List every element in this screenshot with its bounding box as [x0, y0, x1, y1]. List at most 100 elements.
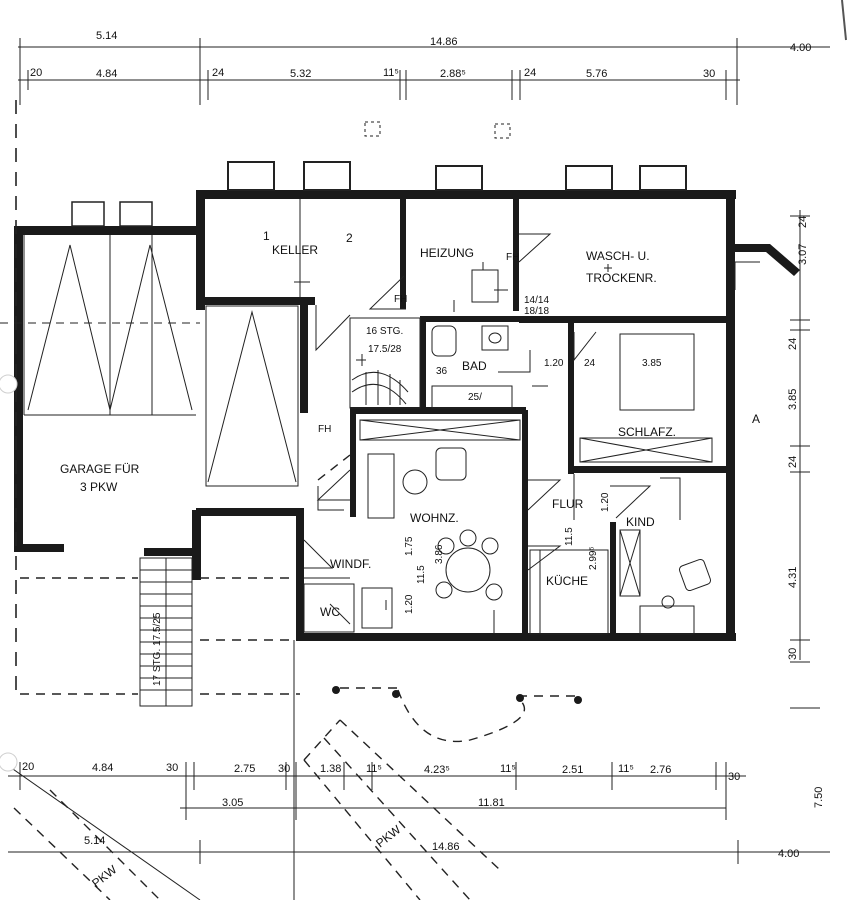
dim-top-5-14: 5.14: [96, 30, 117, 42]
room-garage-line2: 3 PKW: [80, 480, 118, 494]
dim-bot-305: 3.05: [222, 797, 243, 809]
binder-holes: [0, 374, 18, 772]
dim-wohnz-h: 3.86: [434, 544, 445, 564]
room-garage-line1: GARAGE FÜR: [60, 462, 140, 476]
dim-bot-115a: 11⁵: [366, 763, 382, 775]
dim-bot-275: 2.75: [234, 763, 255, 775]
room-wasch-line1: WASCH- U.: [586, 249, 650, 263]
dim-top-5-76: 5.76: [586, 68, 607, 80]
dim-bot-1486: 14.86: [432, 841, 460, 853]
kind: KIND: [619, 477, 712, 635]
windfang-wc: WINDF. WC: [303, 454, 393, 633]
dim-right-385: 3.85: [787, 389, 799, 410]
dim-bot-115b: 11⁵: [500, 763, 516, 775]
dim-right-24b: 24: [787, 338, 799, 350]
door-14: 14/14: [524, 295, 549, 306]
dim-top-24a: 24: [212, 67, 224, 79]
stair-upper-label-1: 16 STG.: [366, 326, 403, 337]
dim-right-750: 7.50: [813, 787, 825, 808]
dim-wohnz-120: 1.20: [404, 594, 415, 614]
flur: FLUR 1.20: [527, 474, 652, 520]
wohnzimmer: WOHNZ. 3.86 1.75 1.20 11.5: [316, 419, 521, 634]
dim-top-30: 30: [703, 68, 715, 80]
stairs-inner: 16 STG. 17.5/28: [349, 317, 421, 409]
top-dimension-lines: 5.14 14.86 4.00 20 4.84 24 5.32 11⁵ 2.88…: [18, 30, 830, 105]
page-edge: [841, 0, 847, 41]
dim-right-24a: 24: [797, 216, 809, 228]
room-keller: KELLER: [272, 243, 318, 257]
dim-bad-24: 24: [584, 358, 596, 369]
room-windf: WINDF.: [330, 557, 371, 571]
keller-num-1: 1: [263, 229, 270, 243]
dim-bot-115c: 11⁵: [618, 763, 634, 775]
bad: BAD 36 25/ 1.20 24: [431, 325, 596, 409]
dim-bad-36: 36: [436, 366, 448, 377]
dim-top-20: 20: [30, 67, 42, 79]
dim-bot-1181: 11.81: [478, 797, 505, 809]
dim-wohnz-115: 11.5: [416, 565, 427, 584]
door-18: 18/18: [524, 306, 549, 317]
dim-bot-20: 20: [22, 761, 34, 773]
ceiling-markers: [364, 121, 511, 139]
room-schlafz: SCHLAFZ.: [618, 425, 676, 439]
right-dimension-lines: 3.07 24 24 3.85 24 4.31 30 7.50: [787, 210, 825, 808]
dashed-outlines: PKW PKW: [0, 100, 820, 900]
dim-bad-25: 25/: [468, 392, 482, 403]
stair-lower-label: 17 STG. 17.5/25: [152, 612, 163, 686]
dim-top-14-86: 14.86: [430, 36, 458, 48]
dim-kueche-299: 2.99⁵: [588, 546, 599, 570]
walls: [14, 190, 800, 641]
bottom-dimension-lines: 20 4.84 30 2.75 30 1.38 11⁵ 4.23⁵ 11⁵ 2.…: [8, 761, 830, 864]
dim-bot-138: 1.38: [320, 763, 341, 775]
dim-bot-4235: 4.23⁵: [424, 764, 450, 776]
heizung: HEIZUNG FH FH 14/14 18/18: [368, 233, 552, 317]
dim-bot-400: 4.00: [778, 848, 799, 860]
dim-right-307: 3.07: [797, 244, 809, 265]
outer-stairs: 17 STG. 17.5/25: [139, 557, 193, 707]
dim-bad-w: 1.20: [544, 358, 564, 369]
fh-label-heizung-right: FH: [506, 252, 519, 263]
dim-schlafz-w: 3.85: [642, 358, 662, 369]
dim-bot-251: 2.51: [562, 764, 583, 776]
garage: GARAGE FÜR 3 PKW: [0, 235, 299, 494]
keller-num-2: 2: [346, 231, 353, 245]
dim-bot-514: 5.14: [84, 835, 105, 847]
kueche: KÜCHE 2.99⁵ 11.5: [527, 527, 609, 635]
room-wc: WC: [320, 605, 340, 619]
fh-label-keller: FH: [318, 424, 331, 435]
dim-kueche-115: 11.5: [564, 527, 575, 546]
dim-bot-30c: 30: [728, 771, 740, 783]
window-bays: [71, 161, 687, 227]
dim-top-24b: 24: [524, 67, 536, 79]
stair-upper-label-2: 17.5/28: [368, 344, 402, 355]
dim-bot-484: 4.84: [92, 762, 113, 774]
dim-right-431: 4.31: [787, 567, 799, 588]
room-wohnz: WOHNZ.: [410, 511, 459, 525]
dim-top-2-885: 2.88⁵: [440, 68, 466, 80]
room-wasch-line2: TROCKENR.: [586, 271, 657, 285]
keller: 1 2 KELLER FH: [263, 199, 353, 435]
pkw-label-left: PKW: [89, 862, 120, 890]
dim-wohnz-175: 1.75: [404, 536, 415, 556]
north-marker: A: [752, 412, 760, 426]
dim-flur-120: 1.20: [600, 492, 611, 512]
dim-right-30: 30: [787, 648, 799, 660]
dim-top-4-00: 4.00: [790, 42, 811, 54]
pkw-label-right: PKW: [373, 822, 404, 850]
schlafzimmer: SCHLAFZ. 3.85 A: [573, 331, 760, 463]
dim-top-4-84: 4.84: [96, 68, 117, 80]
dim-bot-30a: 30: [166, 762, 178, 774]
fh-label-heizung: FH: [394, 294, 407, 305]
room-flur: FLUR: [552, 497, 584, 511]
room-bad: BAD: [462, 359, 487, 373]
dim-top-115: 11⁵: [383, 67, 399, 79]
dim-bot-30b: 30: [278, 763, 290, 775]
dim-right-24c: 24: [787, 456, 799, 468]
dim-bot-276: 2.76: [650, 764, 671, 776]
room-kueche: KÜCHE: [546, 574, 588, 588]
wasch-trockenraum: WASCH- U. TROCKENR.: [586, 249, 760, 290]
dim-top-5-32: 5.32: [290, 68, 311, 80]
room-heizung: HEIZUNG: [420, 246, 474, 260]
room-kind: KIND: [626, 515, 655, 529]
